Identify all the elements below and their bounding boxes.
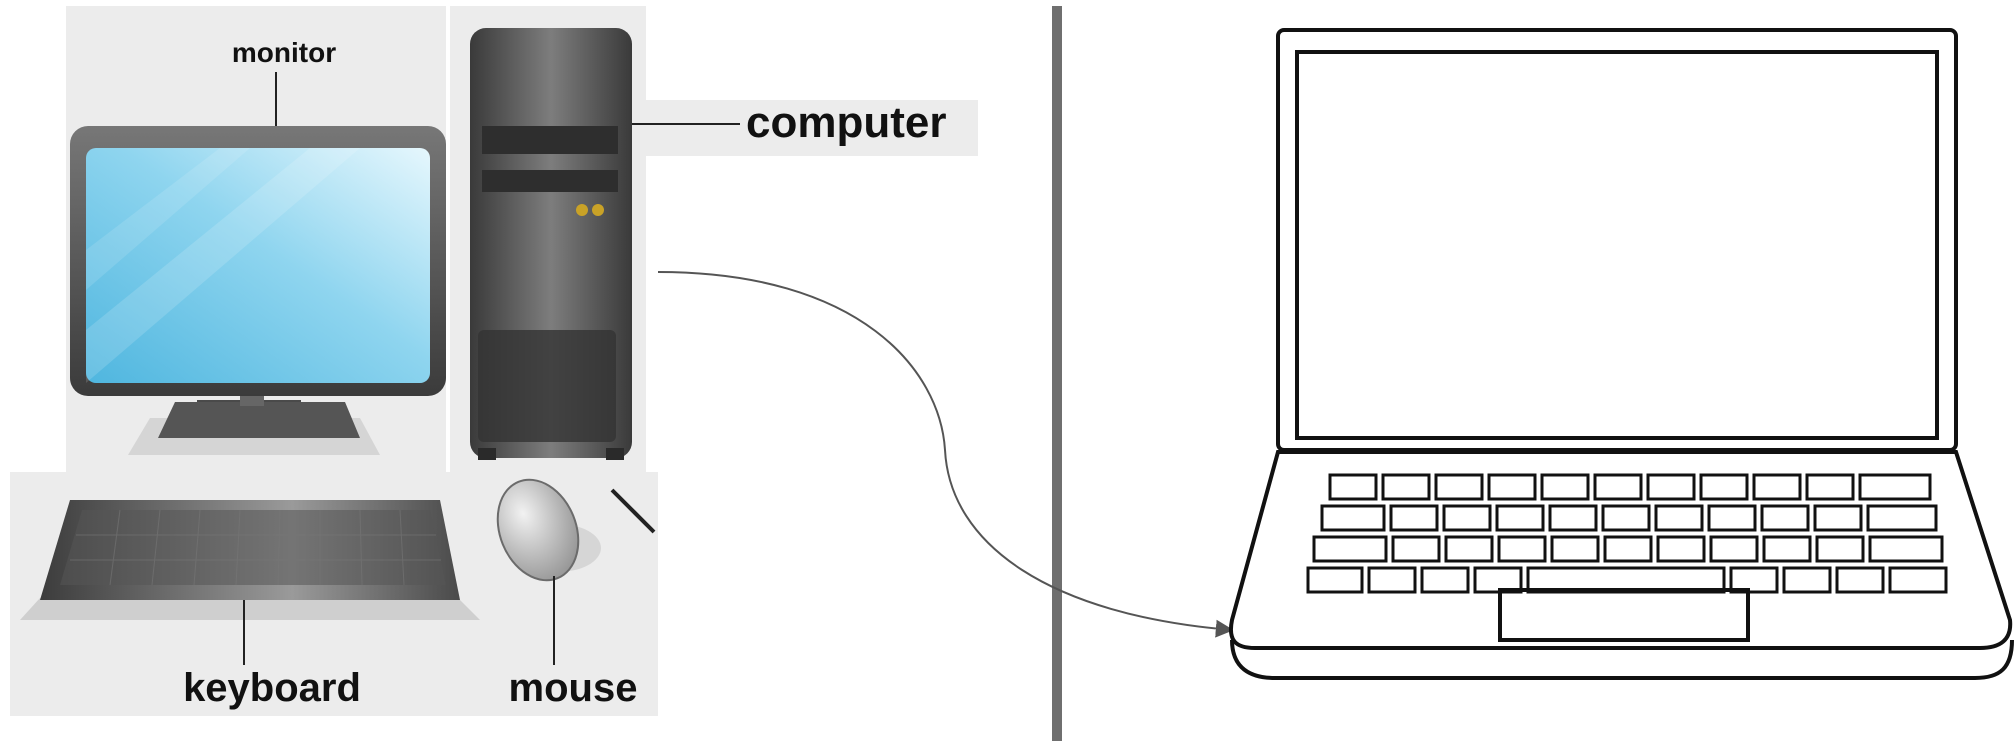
desktop-computer-icon: monitor computer keyboard mouse bbox=[10, 6, 978, 716]
laptop-screen bbox=[1297, 52, 1937, 438]
mouse-label: mouse bbox=[509, 666, 638, 710]
monitor-label: monitor bbox=[232, 37, 336, 68]
keyboard-label: keyboard bbox=[183, 666, 361, 710]
curved-arrow-icon bbox=[658, 272, 1232, 630]
laptop-icon bbox=[1231, 30, 2012, 678]
computer-tower-icon bbox=[470, 28, 740, 460]
computer-label: computer bbox=[746, 98, 946, 147]
vertical-divider bbox=[1052, 6, 1062, 741]
laptop-touchpad bbox=[1500, 590, 1748, 640]
